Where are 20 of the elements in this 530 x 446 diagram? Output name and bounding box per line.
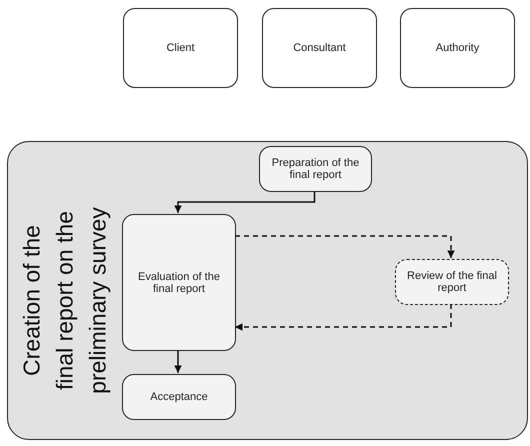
review-box <box>395 259 509 305</box>
node-label: Evaluation of the final report <box>137 270 221 294</box>
node-label: Acceptance <box>150 391 208 403</box>
node-label: Authority <box>436 42 480 54</box>
role-box <box>400 8 515 88</box>
node-label: Preparation of the final report <box>270 157 360 181</box>
process-box <box>259 146 372 192</box>
arrow <box>235 304 452 331</box>
phase-heading: Creation of the final report on the preliminary survey <box>18 206 112 396</box>
arrow <box>174 350 182 373</box>
arrow <box>174 191 316 213</box>
phase-band <box>7 141 528 440</box>
node-label: Review of the final report <box>406 270 498 294</box>
role-box <box>262 8 377 88</box>
node-label: Client <box>166 42 195 54</box>
role-box <box>123 8 238 88</box>
process-box <box>122 214 236 351</box>
process-box <box>122 374 236 420</box>
node-label: Consultant <box>293 42 346 54</box>
arrow <box>235 235 455 258</box>
